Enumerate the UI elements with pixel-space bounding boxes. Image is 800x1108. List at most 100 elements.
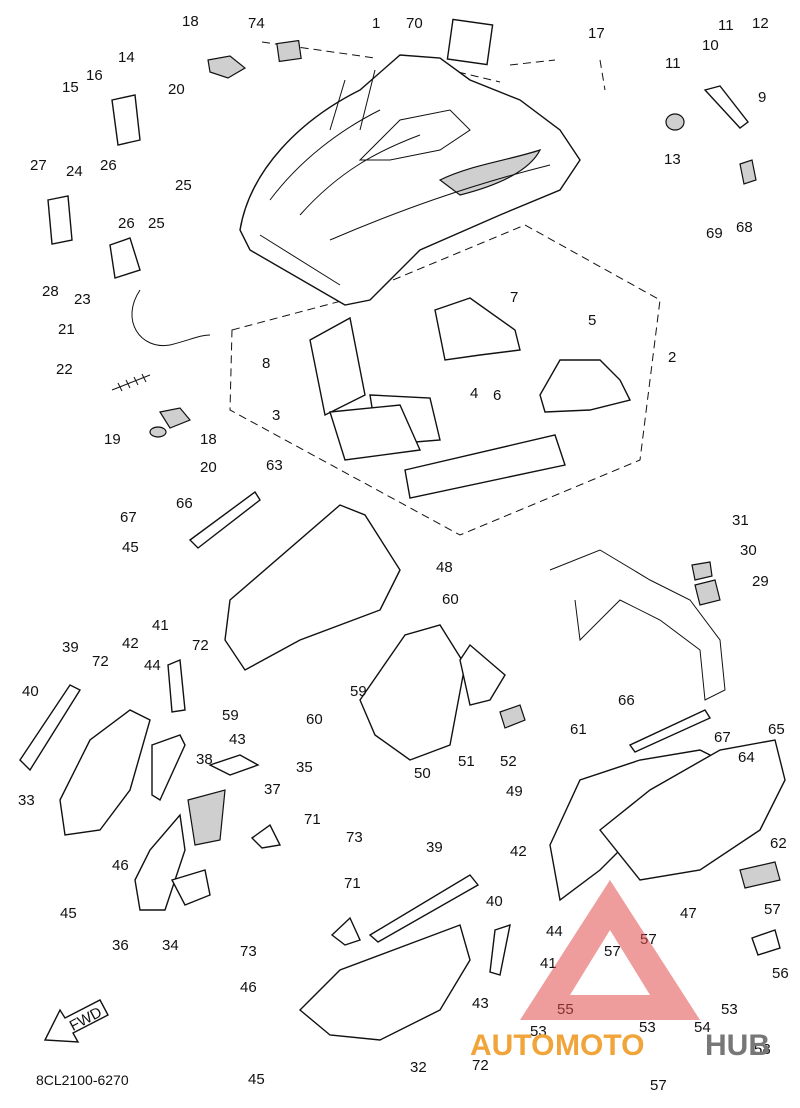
part-71-bracket-lower <box>330 916 361 946</box>
callout-c11a: 11 <box>665 55 681 72</box>
callout-c15: 15 <box>62 79 79 96</box>
callout-c12: 12 <box>752 15 769 32</box>
callout-c1: 1 <box>372 15 380 32</box>
callout-c74: 74 <box>248 15 265 32</box>
callout-c57a: 57 <box>764 901 781 918</box>
part-33-side-panel <box>59 709 151 836</box>
part-14-bracket <box>111 94 141 146</box>
callout-c56: 56 <box>772 965 789 982</box>
callout-c40b: 40 <box>486 893 503 910</box>
callout-c68: 68 <box>736 219 753 236</box>
callout-c37: 37 <box>264 781 281 798</box>
part-32-lower-panel <box>298 924 471 1041</box>
callout-c34: 34 <box>162 937 179 954</box>
callout-c72b: 72 <box>192 637 209 654</box>
callout-c29: 29 <box>752 573 769 590</box>
callout-c59a: 59 <box>350 683 367 700</box>
callout-c64: 64 <box>738 749 755 766</box>
part-34-cover <box>170 869 211 906</box>
part-41-bracket-upper <box>167 658 186 713</box>
callout-c24: 24 <box>66 163 83 180</box>
callout-c66b: 66 <box>618 692 635 709</box>
part-3-pad <box>329 404 422 461</box>
part-30-clip <box>691 561 713 581</box>
callout-c41a: 41 <box>152 617 169 634</box>
part-51-duct <box>459 643 506 706</box>
part-5-panel <box>539 359 632 413</box>
callout-c22: 22 <box>56 361 73 378</box>
callout-c36: 36 <box>112 937 129 954</box>
callout-c45c: 45 <box>248 1071 265 1088</box>
callout-c26a: 26 <box>100 157 117 174</box>
part-35-bracket <box>208 754 260 776</box>
callout-c71a: 71 <box>304 811 321 828</box>
callout-c35: 35 <box>296 759 313 776</box>
callout-c53c: 53 <box>530 1023 547 1040</box>
part-24-bracket <box>47 195 73 245</box>
watermark: AUTO MOTO HUB <box>470 880 770 1062</box>
callout-c17: 17 <box>588 25 605 42</box>
callout-c72c: 72 <box>472 1057 489 1074</box>
callout-c72a: 72 <box>92 653 109 670</box>
part-18-clip-bottom <box>159 407 191 429</box>
callout-c44b: 44 <box>546 923 563 940</box>
callout-c41b: 41 <box>540 955 557 972</box>
callout-c53a: 53 <box>639 1019 656 1036</box>
fwd-arrow: FWD <box>43 999 109 1043</box>
callout-c33: 33 <box>18 792 35 809</box>
callout-c45b: 45 <box>60 905 77 922</box>
callout-c48: 48 <box>436 559 453 576</box>
callout-c66a: 66 <box>176 495 193 512</box>
callout-c46b: 46 <box>240 979 257 996</box>
callout-c39a: 39 <box>62 639 79 656</box>
part-18-clip-top <box>207 55 247 79</box>
callout-c30: 30 <box>740 542 757 559</box>
callout-c46a: 46 <box>112 857 129 874</box>
part-9-bracket <box>703 85 749 129</box>
callout-c50: 50 <box>414 765 431 782</box>
callout-c23: 23 <box>74 291 91 308</box>
part-23-bracket <box>109 237 141 279</box>
callout-c47: 47 <box>680 905 697 922</box>
part-68-grommet <box>739 159 757 185</box>
part-56-bracket <box>751 929 781 956</box>
callout-c58: 58 <box>754 1041 771 1058</box>
part-50-duct <box>359 624 466 761</box>
part-66-stay-upper <box>188 490 261 549</box>
callout-c67a: 67 <box>120 509 137 526</box>
callout-c10: 10 <box>702 37 719 54</box>
callout-c42a: 42 <box>122 635 139 652</box>
watermark-part2: MOTO <box>555 1029 644 1062</box>
callout-c21: 21 <box>58 321 75 338</box>
part-39-bar-lower <box>368 874 480 943</box>
callout-c57b: 57 <box>604 943 621 960</box>
part-41-bracket-lower <box>489 923 511 976</box>
callout-c20a: 20 <box>168 81 185 98</box>
callout-c65: 65 <box>768 721 785 738</box>
part-38-bracket <box>151 734 186 802</box>
callout-c43a: 43 <box>229 731 246 748</box>
callout-c31: 31 <box>732 512 749 529</box>
callout-c25b: 25 <box>148 215 165 232</box>
callout-c7: 7 <box>510 289 518 306</box>
callout-c20b: 20 <box>200 459 217 476</box>
callout-c18b: 18 <box>200 431 217 448</box>
callout-c59b: 59 <box>222 707 239 724</box>
callout-c60b: 60 <box>306 711 323 728</box>
callout-c2: 2 <box>668 349 676 366</box>
callout-c32: 32 <box>410 1059 427 1076</box>
callout-c16: 16 <box>86 67 103 84</box>
callout-c71b: 71 <box>344 875 361 892</box>
callout-c38: 38 <box>196 751 213 768</box>
callout-c70: 70 <box>406 15 423 32</box>
part-37-cover <box>187 789 226 846</box>
callout-c43b: 43 <box>472 995 489 1012</box>
callout-c44a: 44 <box>144 657 161 674</box>
part-74 <box>276 39 302 63</box>
callout-c45a: 45 <box>122 539 139 556</box>
callout-c51: 51 <box>458 753 475 770</box>
part-71-bracket-upper <box>250 823 282 849</box>
watermark-part3: HUB <box>705 1029 770 1062</box>
